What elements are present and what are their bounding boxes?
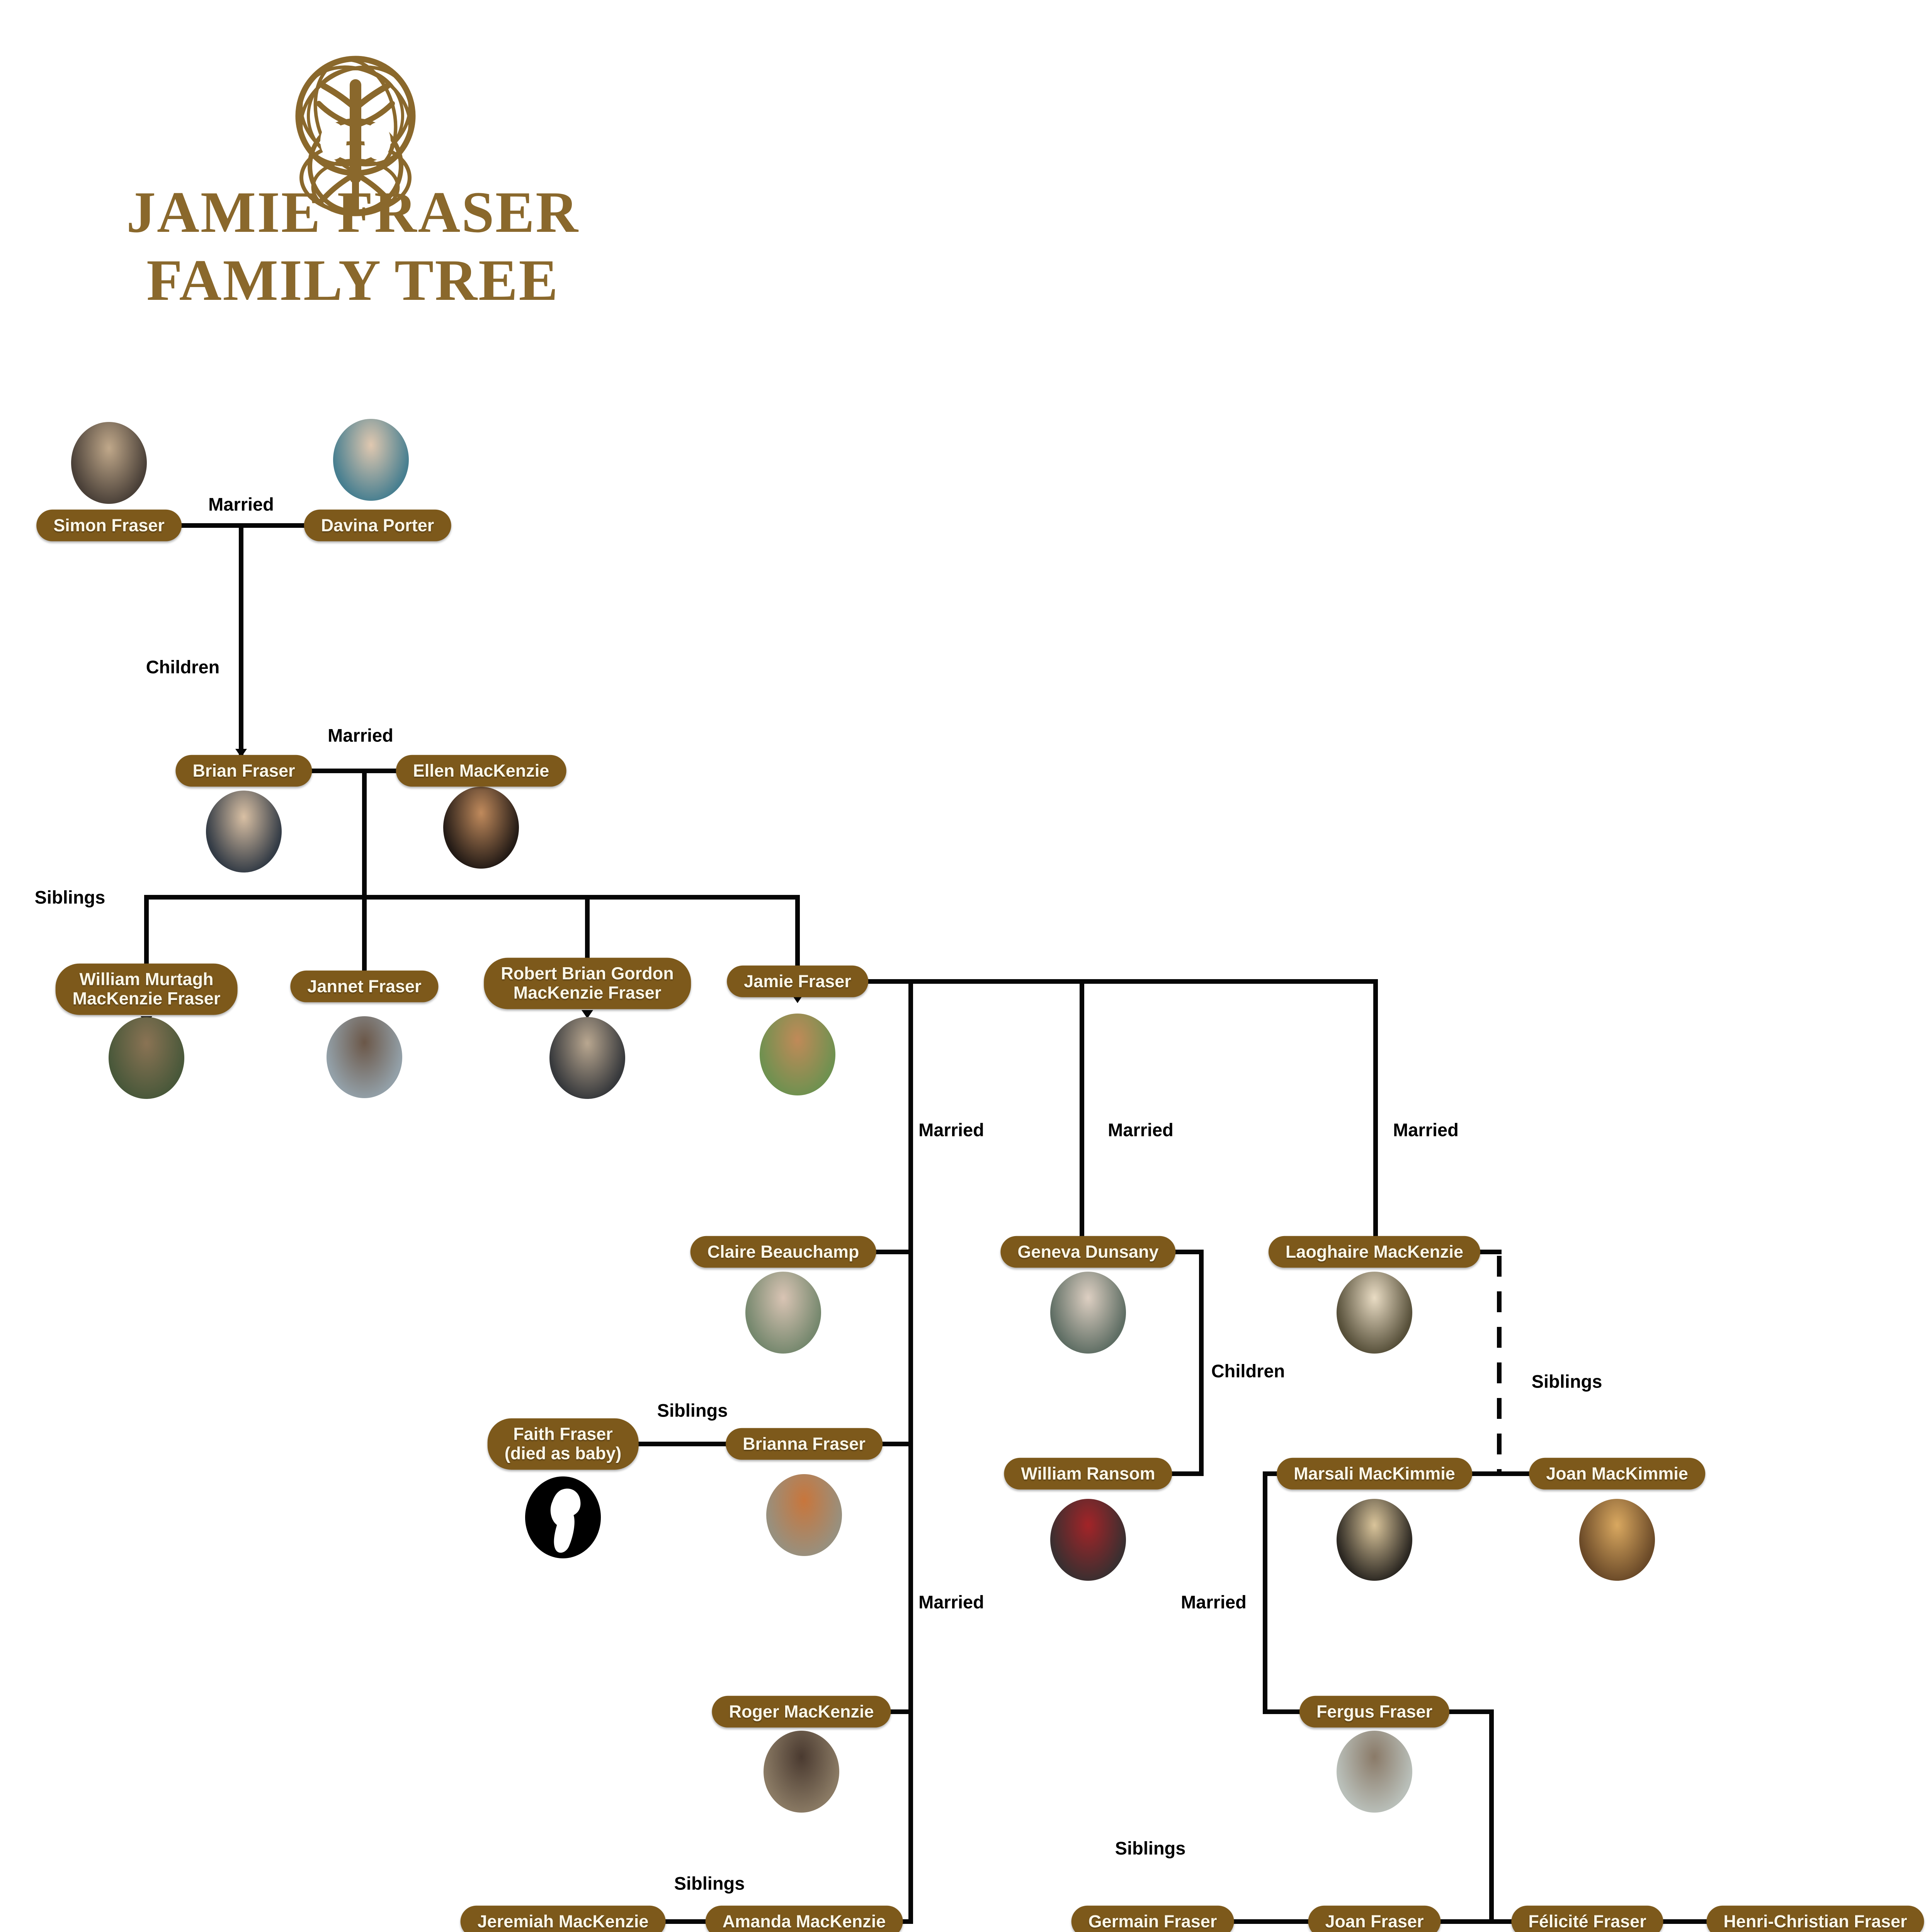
label-married-claire: Married [918, 1119, 984, 1140]
line-siblings-marsali-joan [1453, 1471, 1549, 1476]
node-felicite-fraser: Félicité Fraser [1511, 1905, 1663, 1932]
node-geneva-dunsany: Geneva Dunsany [1000, 1236, 1176, 1268]
portrait-marsali-mackimmie [1337, 1499, 1412, 1581]
node-marsali-mackimmie: Marsali MacKimmie [1277, 1458, 1472, 1490]
line-jamie-marriages [850, 979, 1376, 984]
node-jannet-fraser: Jannet Fraser [290, 970, 439, 1003]
node-brian-fraser: Brian Fraser [175, 755, 312, 787]
node-germain-fraser: Germain Fraser [1071, 1905, 1234, 1932]
node-simon-fraser: Simon Fraser [36, 509, 182, 542]
line-married-brian-ellen [298, 769, 413, 773]
node-brianna-fraser: Brianna Fraser [726, 1428, 883, 1460]
node-laoghaire-mackenzie: Laoghaire MacKenzie [1268, 1236, 1481, 1268]
label-married-laoghaire: Married [1393, 1119, 1459, 1140]
portrait-robert-fraser [549, 1017, 625, 1099]
node-roger-mackenzie: Roger MacKenzie [712, 1696, 891, 1728]
node-jeremiah-mackenzie: Jeremiah MacKenzie [460, 1905, 666, 1932]
arrowhead-icon [582, 1010, 593, 1019]
label-children-geneva: Children [1211, 1361, 1285, 1381]
portrait-jannet-fraser [327, 1016, 402, 1098]
line-married-geneva-vertical [1080, 979, 1084, 1238]
node-line2: (died as baby) [504, 1444, 622, 1463]
node-line2: MacKenzie Fraser [513, 983, 662, 1003]
line-siblings-dashed [1497, 1256, 1502, 1474]
logo-title-line2: FAMILY TREE [146, 248, 559, 313]
portrait-claire-beauchamp [745, 1272, 821, 1354]
celtic-tree-of-life-icon [295, 56, 416, 216]
label-children-simon: Children [146, 656, 220, 677]
line-fergus-child-vertical [1489, 1709, 1494, 1924]
line-drop-jannet [362, 895, 367, 975]
node-joan-fraser: Joan Fraser [1308, 1905, 1441, 1932]
label-married-fergus: Married [1181, 1592, 1247, 1612]
node-faith-fraser: Faith Fraser (died as baby) [487, 1418, 639, 1470]
line-siblings-row1 [146, 895, 800, 900]
label-siblings-mackimmie: Siblings [1531, 1371, 1602, 1392]
portrait-faith-fraser-baby-silhouette [525, 1476, 601, 1558]
portrait-simon-fraser [71, 422, 147, 504]
label-siblings-row1: Siblings [34, 887, 105, 908]
line-married-claire-vertical [908, 979, 913, 1924]
label-siblings-fergus-children: Siblings [1115, 1838, 1186, 1859]
line-brian-to-siblings [362, 769, 367, 900]
line-married-marsali-vertical [1263, 1471, 1267, 1714]
node-line1: Faith Fraser [513, 1424, 613, 1444]
node-jamie-fraser: Jamie Fraser [727, 965, 868, 998]
portrait-brian-fraser [206, 791, 282, 872]
portrait-brianna-fraser [766, 1474, 842, 1556]
label-siblings-jeremiah-amanda: Siblings [674, 1873, 745, 1894]
node-henri-christian-fraser: Henri-Christian Fraser [1706, 1905, 1924, 1932]
line-drop-jamie [795, 895, 800, 969]
node-joan-mackimmie: Joan MacKimmie [1529, 1458, 1705, 1490]
node-davina-porter: Davina Porter [304, 509, 451, 542]
portrait-geneva-dunsany [1050, 1272, 1126, 1354]
label-married-simon-davina: Married [208, 494, 274, 515]
portrait-joan-mackimmie [1579, 1499, 1655, 1581]
node-amanda-mackenzie: Amanda MacKenzie [705, 1905, 903, 1932]
portrait-roger-mackenzie [764, 1731, 839, 1813]
line-geneva-child-vertical [1199, 1250, 1204, 1476]
label-siblings-faith-brianna: Siblings [657, 1400, 728, 1421]
line-drop-robert [585, 895, 590, 960]
node-claire-beauchamp: Claire Beauchamp [690, 1236, 876, 1268]
label-married-roger: Married [918, 1592, 984, 1612]
node-line1: William Murtagh [79, 969, 214, 989]
line-drop-william-murtagh [144, 895, 149, 966]
node-line1: Robert Brian Gordon [501, 963, 674, 983]
portrait-william-ransom [1050, 1499, 1126, 1581]
node-william-ransom: William Ransom [1004, 1458, 1172, 1490]
line-married-laoghaire-vertical [1373, 979, 1378, 1238]
node-line2: MacKenzie Fraser [72, 989, 221, 1009]
line-children-simon-brian [239, 523, 243, 760]
node-ellen-mackenzie: Ellen MacKenzie [396, 755, 566, 787]
portrait-fergus-fraser [1337, 1731, 1412, 1813]
portrait-davina-porter [333, 419, 409, 501]
node-william-murtagh-mackenzie-fraser: William Murtagh MacKenzie Fraser [55, 963, 238, 1015]
label-married-brian-ellen: Married [328, 725, 393, 746]
portrait-laoghaire-mackenzie [1337, 1272, 1412, 1354]
node-robert-brian-gordon-mackenzie-fraser: Robert Brian Gordon MacKenzie Fraser [484, 957, 691, 1009]
logo-title-line1: JAMIE FRASER [126, 180, 579, 245]
line-siblings-faith-brianna [630, 1442, 742, 1446]
portrait-jamie-fraser [760, 1014, 835, 1095]
portrait-william-murtagh [109, 1017, 184, 1099]
node-fergus-fraser: Fergus Fraser [1299, 1696, 1450, 1728]
portrait-ellen-mackenzie [443, 787, 519, 869]
label-married-geneva: Married [1108, 1119, 1173, 1140]
